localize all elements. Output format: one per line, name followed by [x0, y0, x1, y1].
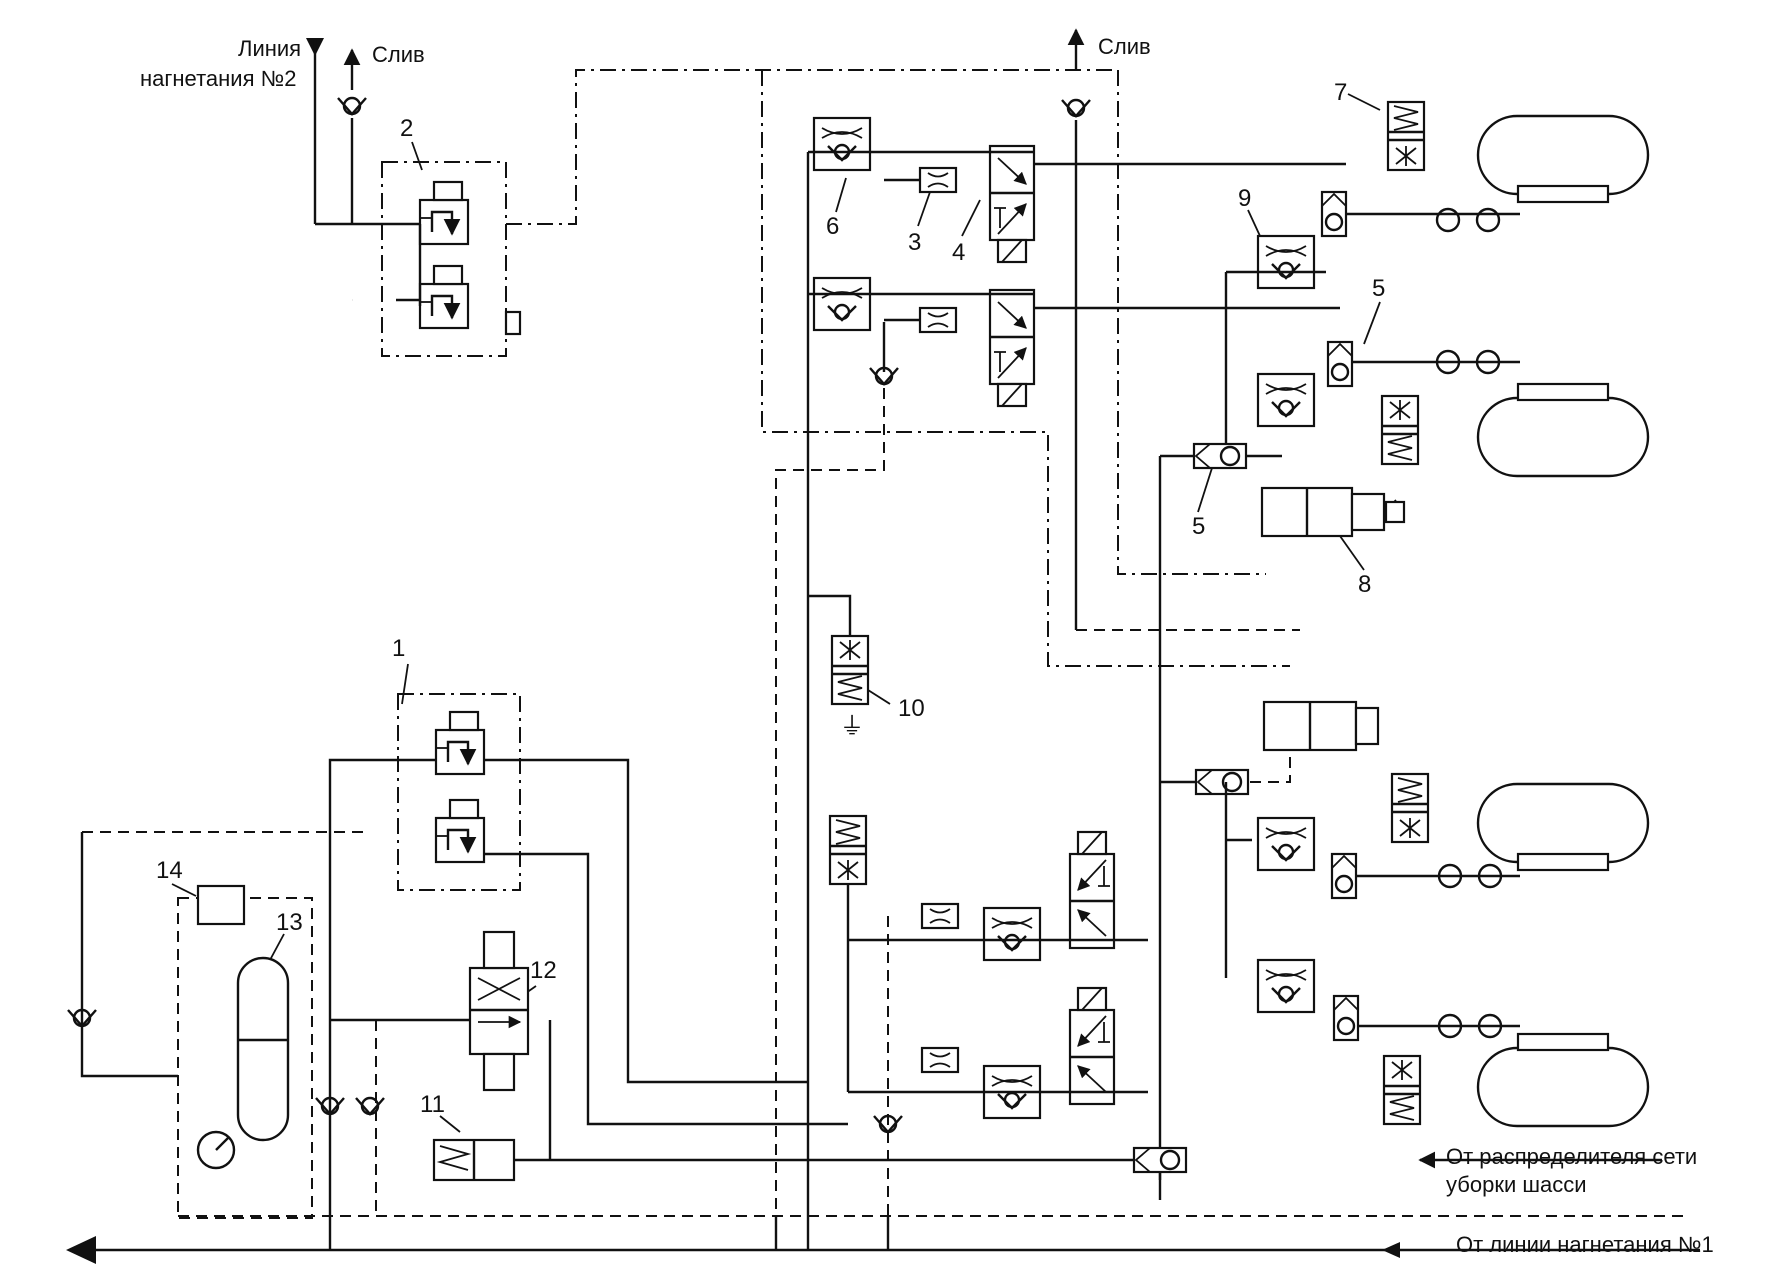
- relief-block-1: [328, 693, 848, 1250]
- label-from-distributor-a: От распределителя сети: [1446, 1144, 1697, 1169]
- number-11: 11: [420, 1091, 445, 1118]
- relief-block-2: [381, 161, 522, 357]
- number-1: 1: [392, 635, 405, 662]
- number-9: 9: [1238, 185, 1251, 212]
- lower-valve-bank: [828, 814, 1148, 1216]
- label-line2-a: Линия: [238, 36, 301, 61]
- number-3: 3: [908, 229, 921, 256]
- lower-right-chambers: [1224, 772, 1650, 1128]
- lower-control-valve: [1160, 700, 1380, 796]
- number-2: 2: [400, 115, 413, 142]
- number-4: 4: [952, 239, 965, 266]
- valve-12: [330, 930, 530, 1216]
- number-12: 12: [530, 957, 557, 984]
- number-10: 10: [898, 695, 925, 722]
- number-5b: 5: [1192, 513, 1205, 540]
- number-7: 7: [1334, 79, 1347, 106]
- upper-right-chambers: [1224, 100, 1650, 478]
- valve-8-group: [1158, 442, 1406, 1200]
- drain-top: [1060, 28, 1300, 631]
- upper-valve-bank: [775, 116, 1346, 1216]
- label-line2-b: нагнетания №2: [140, 66, 296, 91]
- bottom-lines: [66, 1146, 1700, 1264]
- hydro-lock-10: ⏚: [808, 594, 870, 740]
- supply-line-2: [306, 38, 420, 226]
- number-8: 8: [1358, 571, 1371, 598]
- number-14: 14: [156, 857, 183, 884]
- accumulator-13-14: [66, 831, 364, 1219]
- valve-11: [432, 1020, 1134, 1182]
- label-drain-left: Слив: [372, 42, 425, 67]
- label-drain-top: Слив: [1098, 34, 1151, 59]
- svg-text:⏚: ⏚: [840, 713, 864, 740]
- control-lines-top: [506, 69, 1290, 667]
- label-from-line1: От линии нагнетания №1: [1456, 1232, 1714, 1257]
- number-13: 13: [276, 909, 303, 936]
- bottom-check-valves: [314, 1096, 386, 1116]
- label-from-distributor-b: уборки шасси: [1446, 1172, 1587, 1197]
- number-6: 6: [826, 213, 839, 240]
- number-5a: 5: [1372, 275, 1385, 302]
